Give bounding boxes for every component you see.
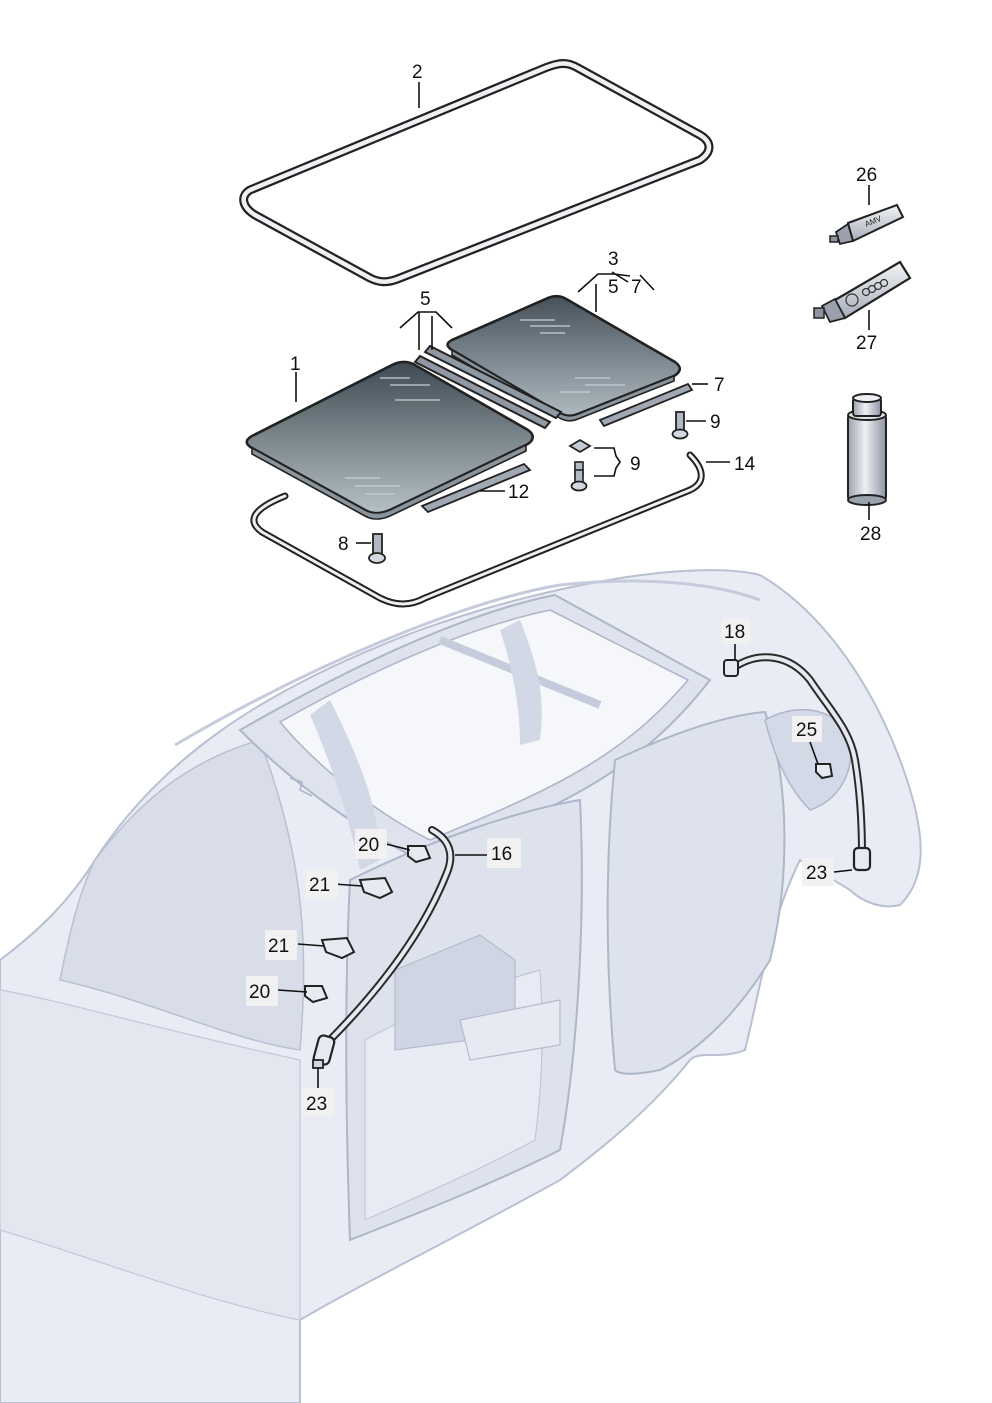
front-glass-panel (245, 360, 534, 520)
callout-9-lower: 9 (630, 454, 641, 475)
clip-21-lower (320, 936, 356, 960)
callout-20-upper: 20 (358, 835, 379, 856)
rear-quarter-window (764, 708, 852, 811)
callout-3-sub-7: 7 (631, 277, 642, 298)
nut-9 (568, 438, 592, 454)
callouts: 2 1 3 5 7 5 7 9 9 12 14 8 26 27 28 18 25… (249, 62, 881, 1115)
sunroof-seal-frame (239, 59, 714, 287)
interior-b-pillar-shadow (500, 620, 542, 745)
callout-27: 27 (856, 333, 877, 354)
label-backgrounds (246, 618, 834, 1116)
clip-21-upper (358, 876, 394, 900)
clip-20-lower (304, 985, 329, 1004)
front-drain-hose (312, 826, 455, 1069)
callout-28: 28 (860, 524, 881, 545)
callout-3-sub-5: 5 (608, 277, 619, 298)
clip-20-upper (407, 845, 432, 864)
screw-9-lower-b (570, 469, 588, 492)
callout-9-right: 9 (710, 412, 721, 433)
callout-1: 1 (290, 354, 301, 375)
clip-25 (815, 763, 834, 780)
callout-16: 16 (491, 844, 512, 865)
callout-12: 12 (508, 482, 529, 503)
callout-21-lower: 21 (268, 936, 289, 957)
floor-step-block (459, 999, 561, 1061)
callout-3: 3 (608, 249, 619, 270)
rear-drain-hose-end (723, 659, 739, 677)
callout-8: 8 (338, 534, 349, 555)
callout-14: 14 (734, 454, 756, 475)
interior-a-pillar-shadow (310, 700, 380, 870)
screw-9-right (671, 411, 689, 440)
callout-2: 2 (412, 62, 423, 83)
callout-18: 18 (724, 622, 745, 643)
rear-glass-panel (446, 294, 682, 422)
seal-strip-12 (420, 462, 532, 514)
perimeter-gasket (250, 451, 705, 608)
callout-21-upper: 21 (309, 875, 330, 896)
cleaner-can-28 (847, 393, 887, 506)
rear-door-opening (606, 710, 786, 1075)
antenna-notch (289, 777, 313, 797)
callout-20-lower: 20 (249, 982, 270, 1003)
roof-rail-edge (174, 579, 761, 747)
sealant-tube-26: AMV (829, 203, 905, 246)
callout-23-rear: 23 (806, 863, 827, 884)
hood-surface (0, 989, 301, 1321)
adhesive-tube-27 (813, 260, 912, 324)
callout-7: 7 (714, 375, 725, 396)
callout-26: 26 (856, 165, 877, 186)
rear-drain-hose (723, 653, 872, 872)
car-body (0, 569, 922, 1403)
leader-lines (277, 82, 870, 1088)
callout-5: 5 (420, 289, 431, 310)
screw-8 (368, 533, 386, 564)
seal-strip-5-a (413, 354, 552, 430)
callout-23-front: 23 (306, 1094, 327, 1115)
callout-25: 25 (796, 720, 817, 741)
adhesive-tube-27-logo (845, 278, 889, 307)
windshield-area (59, 739, 305, 1051)
seal-strip-7 (598, 382, 694, 428)
seal-strip-5-b (423, 344, 563, 420)
rear-drain-valve (852, 846, 872, 872)
